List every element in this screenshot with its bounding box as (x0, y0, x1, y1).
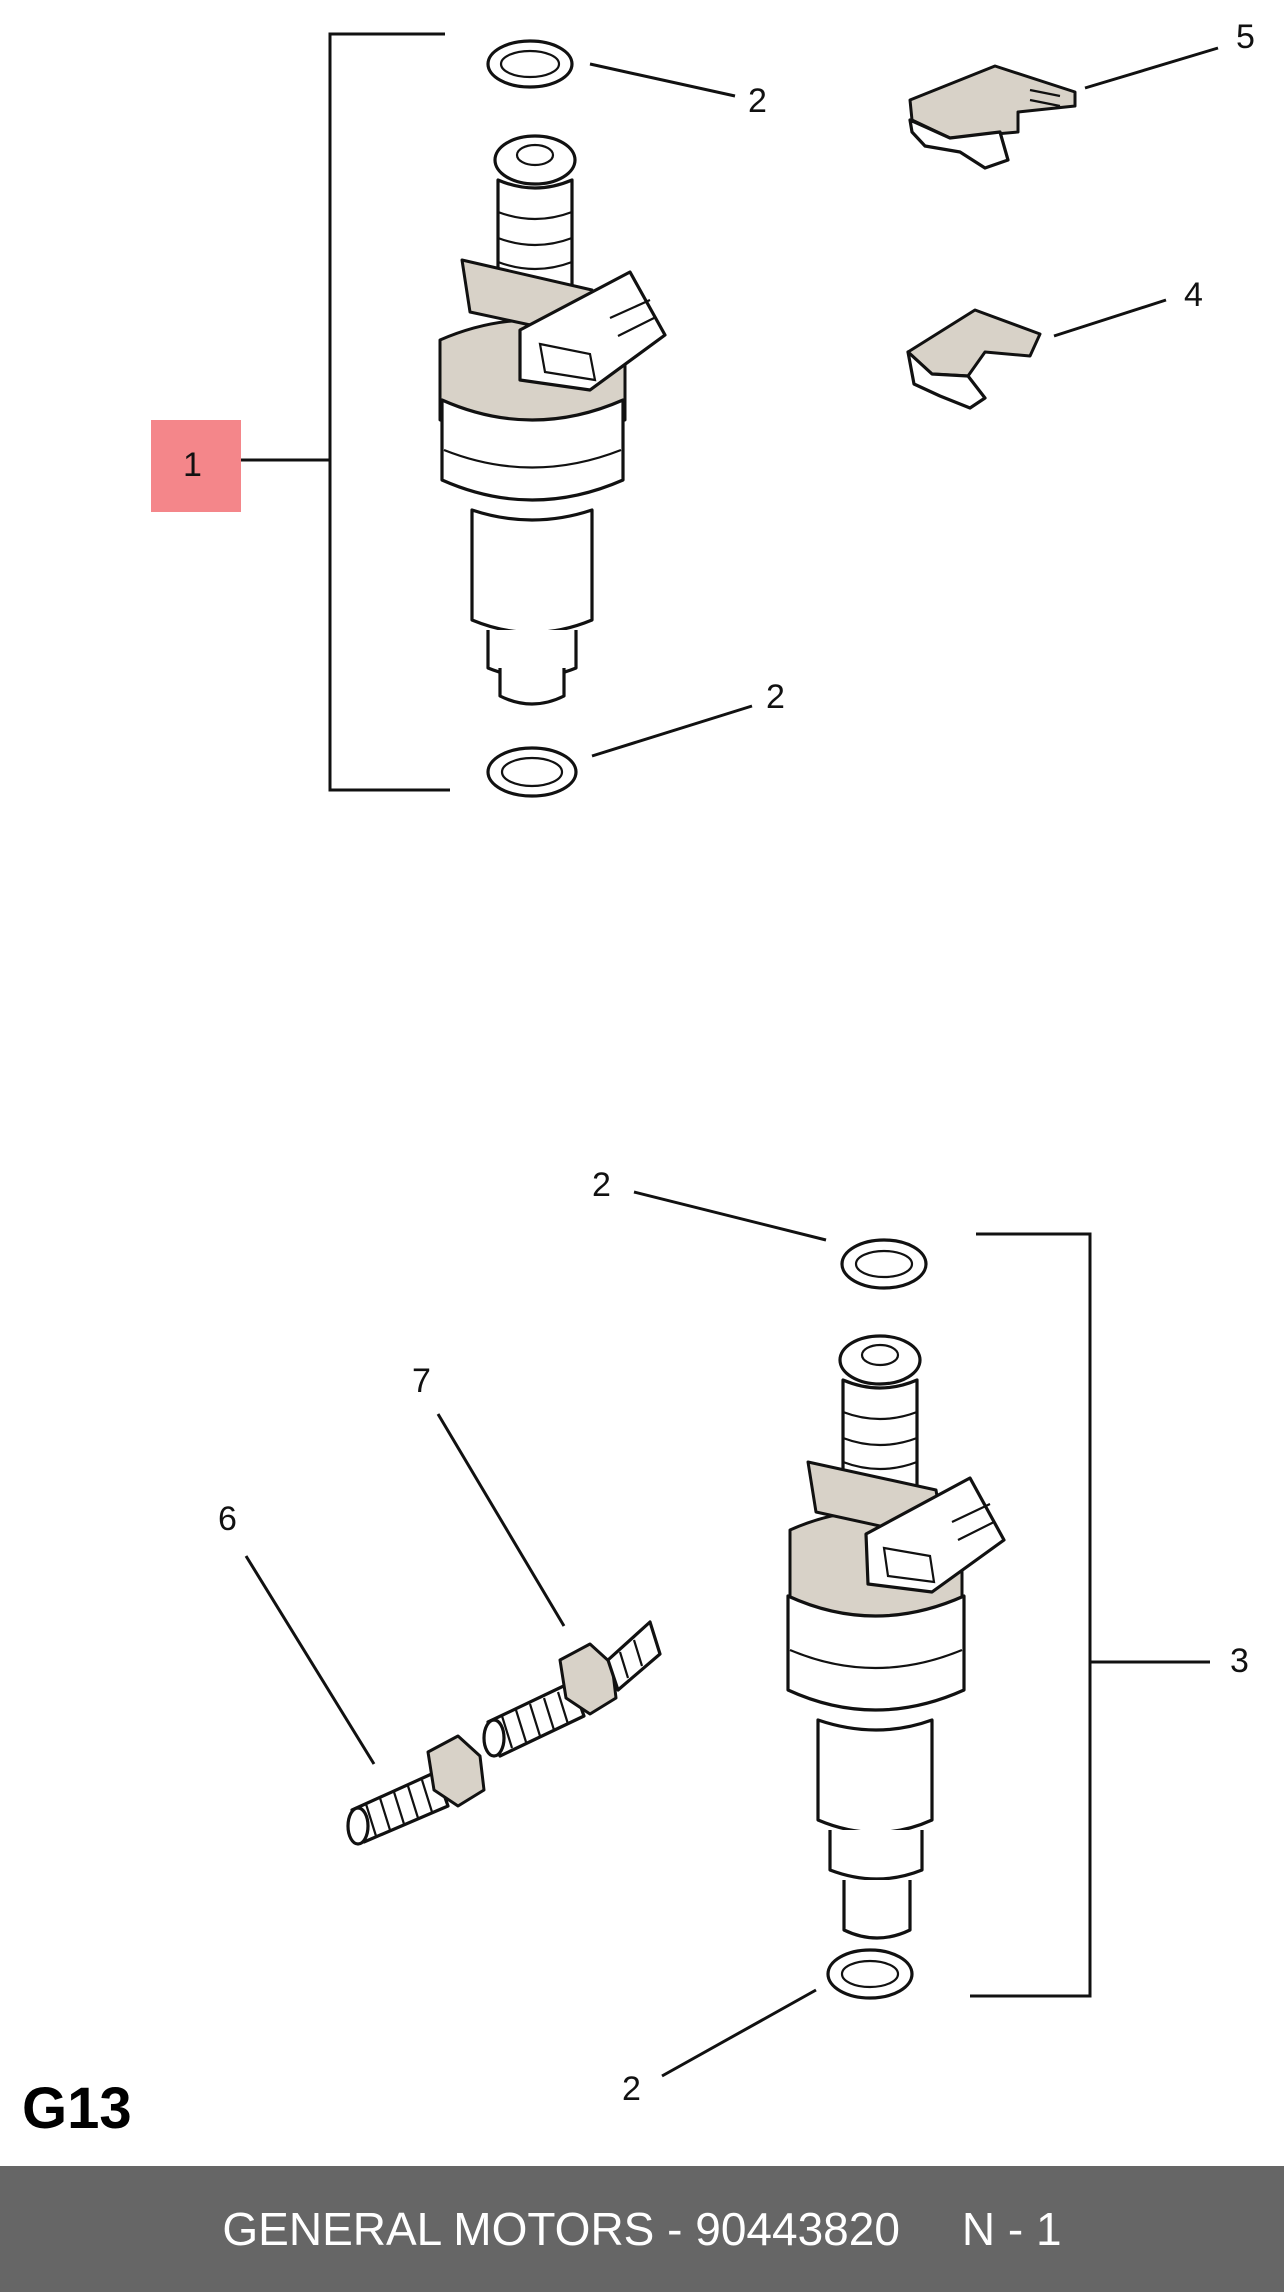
fuel-injector-upper[interactable] (438, 134, 667, 706)
leader-5 (1084, 46, 1219, 90)
retainer-clip-4[interactable] (906, 308, 1042, 410)
assembly-3: 2 3 2 (592, 1166, 1249, 2108)
o-ring-bottom-inner (500, 756, 564, 788)
footer-bar: GENERAL MOTORS - 90443820 N - 1 (0, 2166, 1284, 2292)
leader-6 (244, 1555, 376, 1765)
callout-1-highlight[interactable] (151, 420, 241, 512)
callout-2-bottom: 2 (766, 678, 785, 716)
leader-4 (1053, 298, 1167, 338)
parts-diagram: 1 2 2 (151, 18, 1255, 2108)
callout-2-lower-bottom: 2 (622, 2070, 641, 2108)
assembly-1: 1 2 2 (151, 32, 785, 798)
footer-quantity: N - 1 (961, 2203, 1062, 2255)
leader-2a (589, 62, 736, 98)
leader-2c (633, 1190, 827, 1242)
leader-2d (661, 1988, 817, 2078)
fuel-injector-lower[interactable] (786, 1334, 1006, 1940)
callout-6: 6 (218, 1500, 237, 1538)
footer-part-label: GENERAL MOTORS - 90443820 (222, 2203, 900, 2255)
o-ring-top[interactable] (486, 39, 574, 89)
callout-7: 7 (412, 1362, 431, 1400)
callout-2-top: 2 (748, 82, 767, 120)
o-ring-lower-top[interactable] (840, 1238, 928, 1290)
leader-2b (591, 704, 753, 758)
callout-1: 1 (183, 446, 202, 484)
o-ring-lower-bottom[interactable] (826, 1948, 914, 2000)
stud-7[interactable] (482, 1620, 662, 1758)
bolt-6[interactable] (346, 1734, 486, 1846)
callout-5: 5 (1236, 18, 1255, 56)
o-ring-top-inner (499, 49, 561, 79)
o-ring-lower-top-inner (854, 1249, 914, 1279)
callout-3: 3 (1230, 1642, 1249, 1680)
retainer-clip-5[interactable] (908, 64, 1077, 170)
section-code: G13 (22, 2076, 132, 2141)
o-ring-bottom[interactable] (486, 746, 578, 798)
bracket-1 (328, 32, 450, 792)
callout-2-lower-top: 2 (592, 1166, 611, 1204)
leader-7 (436, 1413, 566, 1627)
o-ring-lower-bottom-inner (840, 1959, 900, 1989)
callout-4: 4 (1184, 276, 1203, 314)
bracket-3 (970, 1232, 1092, 1998)
